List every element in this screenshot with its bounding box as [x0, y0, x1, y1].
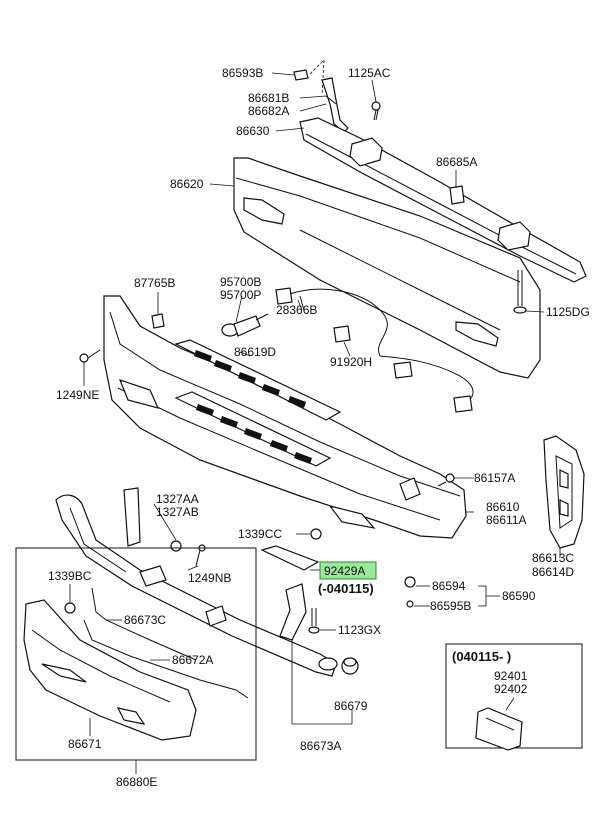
label-86610: 86610 [486, 500, 520, 514]
label-86614D: 86614D [532, 565, 574, 579]
part-1125DG-bolt [513, 270, 527, 314]
label-86682A: 86682A [248, 104, 289, 118]
label-1125AC: 1125AC [348, 66, 391, 80]
part-1123GX-bolt [308, 608, 320, 634]
label-1125DG: 1125DG [546, 305, 590, 319]
label-86685A: 86685A [436, 155, 477, 169]
label-86673C: 86673C [124, 613, 166, 627]
part-86685A-bracket [449, 185, 465, 205]
part-86610-bumper-cover [103, 295, 467, 539]
part-86593B-clip [293, 69, 309, 81]
label-1339BC: 1339BC [48, 569, 92, 583]
label-95700B: 95700B [220, 275, 261, 289]
part-1327AA-nut [170, 540, 182, 552]
label-1249NE: 1249NE [56, 388, 99, 402]
part-91920H-wiring-harness [275, 287, 474, 413]
label-040115-start: (040115- ) [452, 649, 511, 664]
part-95700-parking-sensor [221, 313, 269, 337]
part-1339CC-retainer [310, 528, 322, 540]
part-86594-nut [404, 576, 416, 588]
label-92429A[interactable]: 92429A [324, 564, 365, 578]
label-1339CC: 1339CC [238, 527, 282, 541]
part-86620-energy-absorber [233, 157, 541, 379]
part-92429A-plate [260, 545, 320, 571]
part-86595B-bolt [406, 600, 414, 608]
label-1327AB: 1327AB [156, 505, 199, 519]
part-86630-reinforcement-beam [299, 117, 587, 283]
label-86595B: 86595B [430, 599, 471, 613]
label-92402: 92402 [494, 682, 528, 696]
label-86590: 86590 [502, 589, 536, 603]
label-95700P: 95700P [220, 288, 261, 302]
label-92401: 92401 [494, 669, 528, 683]
label-87765B: 87765B [134, 276, 175, 290]
part-1339BC-clip [64, 602, 76, 614]
label-86671: 86671 [68, 737, 102, 751]
part-87765B-clip [151, 313, 165, 329]
label-86611A: 86611A [486, 513, 526, 527]
box-040115-variant [445, 643, 583, 751]
highlight-92429A [319, 561, 377, 580]
label-86672A: 86672A [172, 653, 213, 667]
part-86613C-side-bracket [543, 435, 585, 549]
part-86619D-grille-strip [174, 339, 342, 467]
part-86672A-strip [83, 619, 249, 699]
label-86594: 86594 [432, 579, 466, 593]
label-86630: 86630 [236, 124, 270, 138]
part-1125AC-bolt [371, 101, 381, 121]
part-86157A-screw [437, 473, 455, 487]
part-1249NE-screw [79, 349, 101, 363]
part-86679-cap [341, 657, 359, 675]
label-86681B: 86681B [248, 91, 289, 105]
label-1123GX: 1123GX [338, 623, 381, 637]
label-040115-end: (-040115) [318, 581, 374, 596]
part-86671-lower-cover [23, 599, 197, 741]
label-86673A: 86673A [300, 739, 341, 753]
label-86880E: 86880E [116, 775, 157, 789]
label-86593B: 86593B [222, 66, 263, 80]
label-86619D: 86619D [234, 345, 276, 359]
label-28366B: 28366B [276, 303, 317, 317]
label-86157A: 86157A [474, 471, 515, 485]
label-86620: 86620 [170, 177, 204, 191]
label-1249NB: 1249NB [188, 571, 231, 585]
label-86613C: 86613C [532, 551, 574, 565]
label-86679: 86679 [334, 699, 368, 713]
label-91920H: 91920H [330, 355, 372, 369]
part-86681B-bracket [321, 77, 349, 133]
label-1327AA: 1327AA [156, 492, 199, 506]
